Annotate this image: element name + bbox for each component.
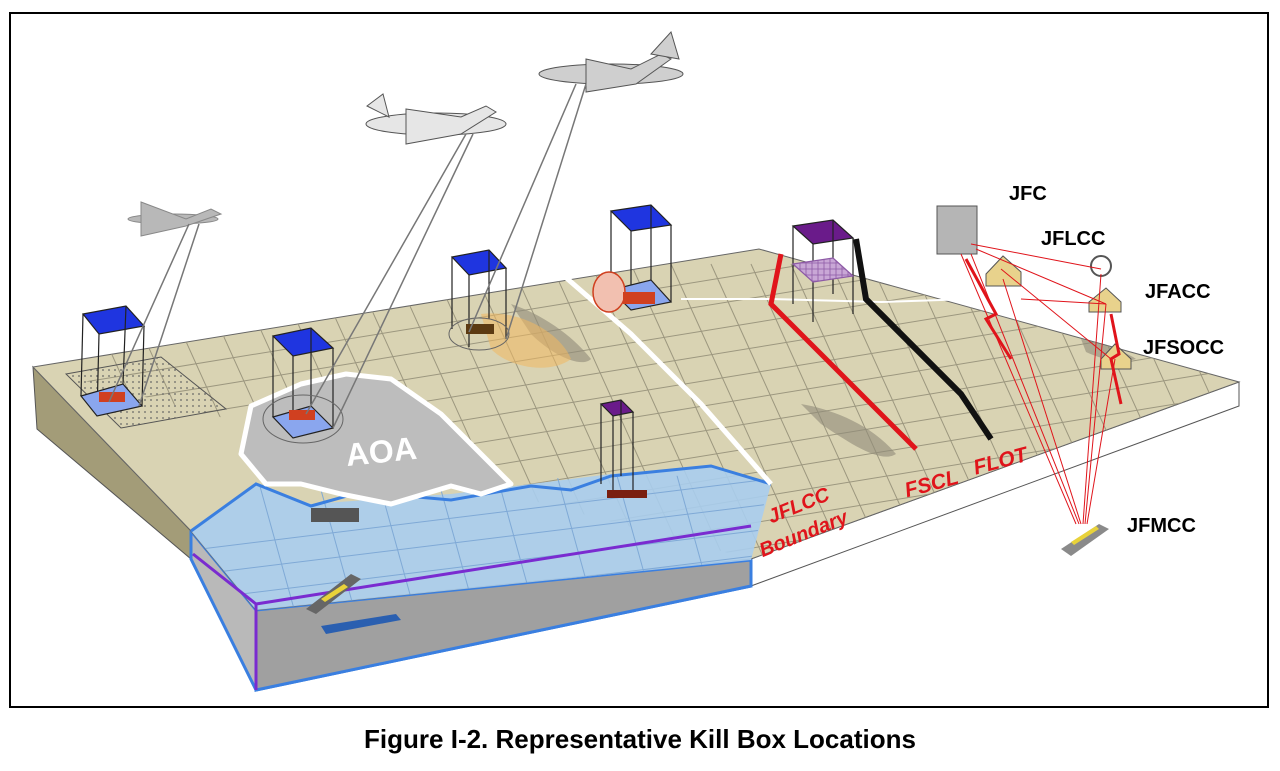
rear-boundary-line [681, 275, 1052, 304]
terrain-shadow-2 [801, 404, 896, 457]
submarine [321, 614, 401, 634]
jagged-link-1 [964, 258, 1013, 360]
carrier-west-deck [321, 584, 348, 602]
flot-line [853, 238, 994, 441]
kill-box-1 [79, 305, 146, 417]
kill-box-2 [271, 327, 335, 439]
carrier-jfmcc [1061, 524, 1109, 556]
figure-frame: AOA [9, 12, 1269, 708]
kill-box-6 [791, 219, 855, 322]
jfc-building [936, 205, 978, 255]
sea-area [191, 466, 771, 610]
kill-box-4-ring [592, 271, 626, 313]
kill-box-3-ring [448, 317, 510, 351]
target-icon-2 [289, 410, 315, 420]
aoa-kill-box-ring [262, 394, 344, 444]
orange-impact-area [481, 313, 571, 368]
command-links [960, 243, 1116, 525]
building-icon-4 [623, 292, 655, 304]
jfmcc-label: JFMCC [1127, 515, 1196, 537]
jfacc-tent [1088, 287, 1122, 313]
landing-craft [311, 508, 359, 522]
sensor-lines [108, 83, 587, 429]
building-icon-3 [466, 324, 494, 334]
p3-aircraft-icon [365, 93, 507, 145]
ship-icon-5 [607, 490, 647, 498]
figure-caption: Figure I-2. Representative Kill Box Loca… [364, 724, 916, 754]
kill-box-diagram: AOA [31, 31, 1241, 692]
jflcc-boundary-line [554, 267, 773, 486]
kc135-aircraft-icon [538, 31, 684, 93]
jflcc-label: JFLCC [1041, 228, 1105, 250]
jfsocc-label: JFSOCC [1143, 337, 1224, 359]
radar-dish-icon [1090, 255, 1112, 277]
kill-box-5 [599, 399, 635, 498]
fscl-line [768, 253, 918, 451]
terrain-shadow-1 [511, 304, 591, 363]
jagged-link-2 [1109, 313, 1123, 405]
uav-aircraft-icon [127, 201, 223, 237]
jfc-label: JFC [1009, 183, 1047, 205]
jfacc-label: JFACC [1145, 281, 1211, 303]
carrier-jfmcc-deck [1071, 526, 1099, 545]
aoa-label: AOA [344, 430, 418, 473]
